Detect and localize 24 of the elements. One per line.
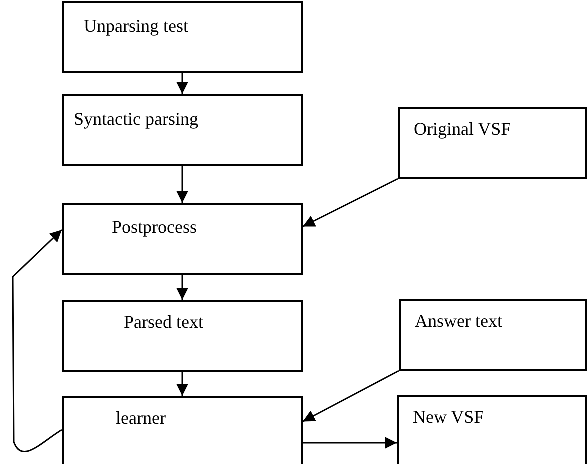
process-box: [399, 299, 587, 371]
arrow: [176, 372, 188, 396]
box-label: Unparsing test: [84, 16, 188, 37]
process-box: [62, 94, 303, 166]
process-box: [62, 396, 303, 464]
process-box: [62, 203, 303, 275]
process-box: [398, 107, 587, 179]
box-label: Syntactic parsing: [74, 109, 198, 130]
box-label: Postprocess: [112, 217, 197, 238]
arrow: [303, 437, 397, 449]
arrow: [176, 73, 188, 94]
box-label: learner: [116, 408, 166, 429]
process-box: [62, 300, 303, 372]
process-box: [397, 395, 587, 464]
arrow: [302, 370, 400, 422]
arrow: [176, 166, 188, 203]
arrow: [12, 229, 63, 452]
process-box: [62, 1, 303, 73]
arrow: [302, 178, 398, 228]
box-label: Original VSF: [414, 119, 512, 140]
box-label: New VSF: [413, 407, 484, 428]
box-label: Answer text: [415, 311, 502, 332]
arrow: [176, 275, 188, 300]
box-label: Parsed text: [124, 312, 204, 333]
